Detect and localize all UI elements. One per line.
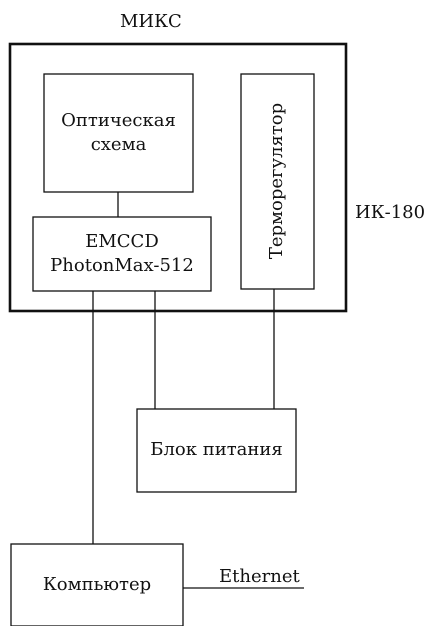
computer-label: Компьютер xyxy=(42,574,152,595)
enclosure-label: ИК-180 xyxy=(355,202,426,223)
enclosure-box xyxy=(8,42,348,313)
optics-label-line1: Оптическая xyxy=(61,110,176,131)
power-box xyxy=(136,408,297,493)
power-label: Блок питания xyxy=(150,439,283,460)
camera-label: EMCCD PhotonMax-512 xyxy=(33,230,211,278)
optics-label-line2: схема xyxy=(90,134,147,155)
optics-label: Оптическая схема xyxy=(44,109,193,157)
camera-label-line2: PhotonMax-512 xyxy=(50,255,194,276)
camera-box xyxy=(32,216,212,292)
ethernet-label: Ethernet xyxy=(219,566,300,587)
camera-label-line1: EMCCD xyxy=(85,231,159,252)
diagram-title: МИКС xyxy=(120,11,182,32)
thermo-box xyxy=(240,73,315,290)
thermo-label: Терморегулятор xyxy=(266,102,287,260)
